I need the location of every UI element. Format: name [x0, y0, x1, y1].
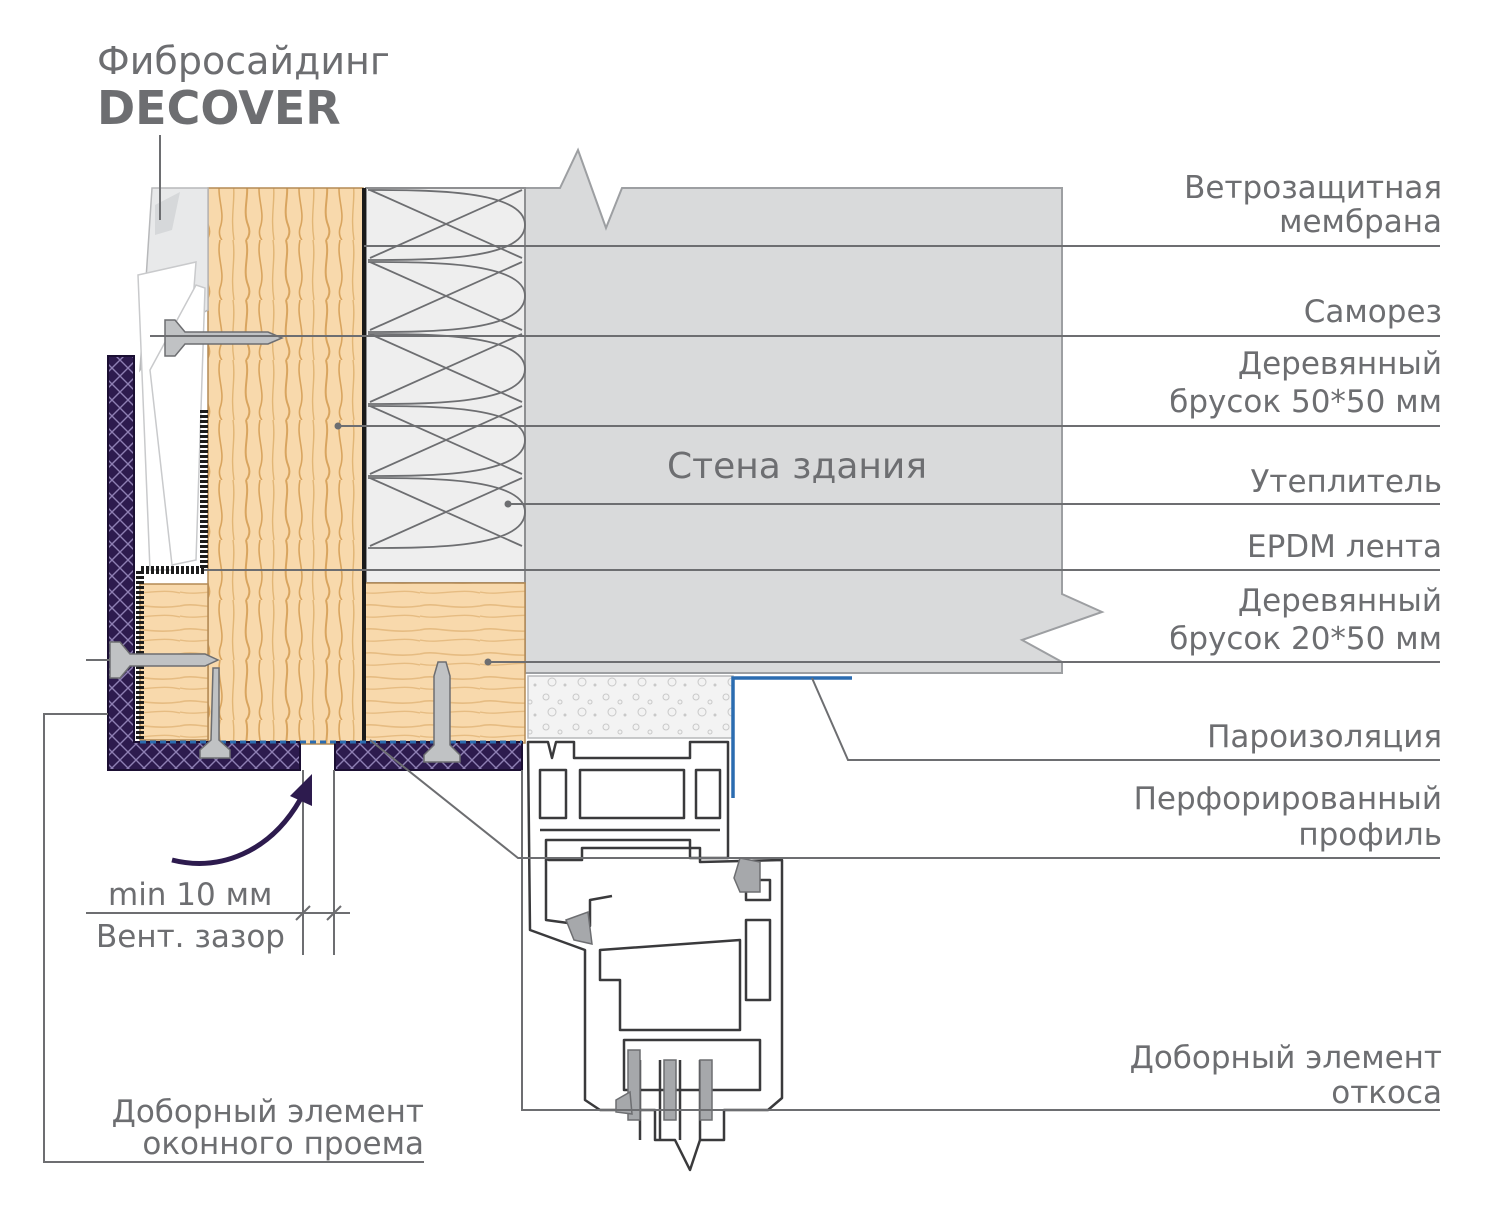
label-slope-element-2: откоса: [1331, 1075, 1442, 1111]
label-wind-membrane-1: Ветрозащитная: [1184, 170, 1442, 206]
building-wall: [524, 147, 1105, 674]
screw-icon: [109, 319, 461, 763]
insulation-layer: [365, 187, 526, 584]
label-window-opening-element-1: Доборный элемент: [112, 1094, 424, 1130]
label-perforated-profile-1: Перфорированный: [1134, 781, 1442, 817]
label-wood-bar-50-2: брусок 50*50 мм: [1169, 384, 1442, 420]
label-vapor-barrier: Пароизоляция: [1207, 719, 1442, 755]
label-wood-bar-20-1: Деревянный: [1238, 583, 1442, 619]
label-wood-bar-50-1: Деревянный: [1238, 346, 1442, 382]
window-frame-profile: [526, 740, 784, 1172]
label-window-opening-element-2: оконного проема: [142, 1126, 424, 1162]
airflow-arrow-icon: [171, 798, 303, 866]
window-gaskets: [565, 857, 761, 1121]
wood-bar-vertical: [207, 187, 364, 745]
brand-line2: DECOVER: [97, 81, 341, 135]
vent-gap-dimension: [86, 770, 350, 955]
gap-name-label: Вент. зазор: [96, 919, 285, 955]
label-wood-bar-20-2: брусок 20*50 мм: [1169, 621, 1442, 657]
fiber-siding: [137, 187, 209, 571]
label-screw: Саморез: [1304, 294, 1442, 330]
label-slope-element-1: Доборный элемент: [1130, 1040, 1442, 1076]
brand-line1: Фибросайдинг: [97, 39, 390, 83]
label-perforated-profile-2: профиль: [1298, 817, 1442, 853]
center-label: Стена здания: [667, 446, 927, 487]
leader-lines: [43, 135, 1440, 1163]
label-insulation: Утеплитель: [1251, 464, 1442, 500]
label-epdm: EPDM лента: [1247, 529, 1442, 565]
foam-seal: [527, 675, 734, 739]
gap-min-label: min 10 мм: [108, 877, 272, 913]
label-wind-membrane-2: мембрана: [1279, 204, 1442, 240]
vapor-barrier: [731, 676, 852, 798]
